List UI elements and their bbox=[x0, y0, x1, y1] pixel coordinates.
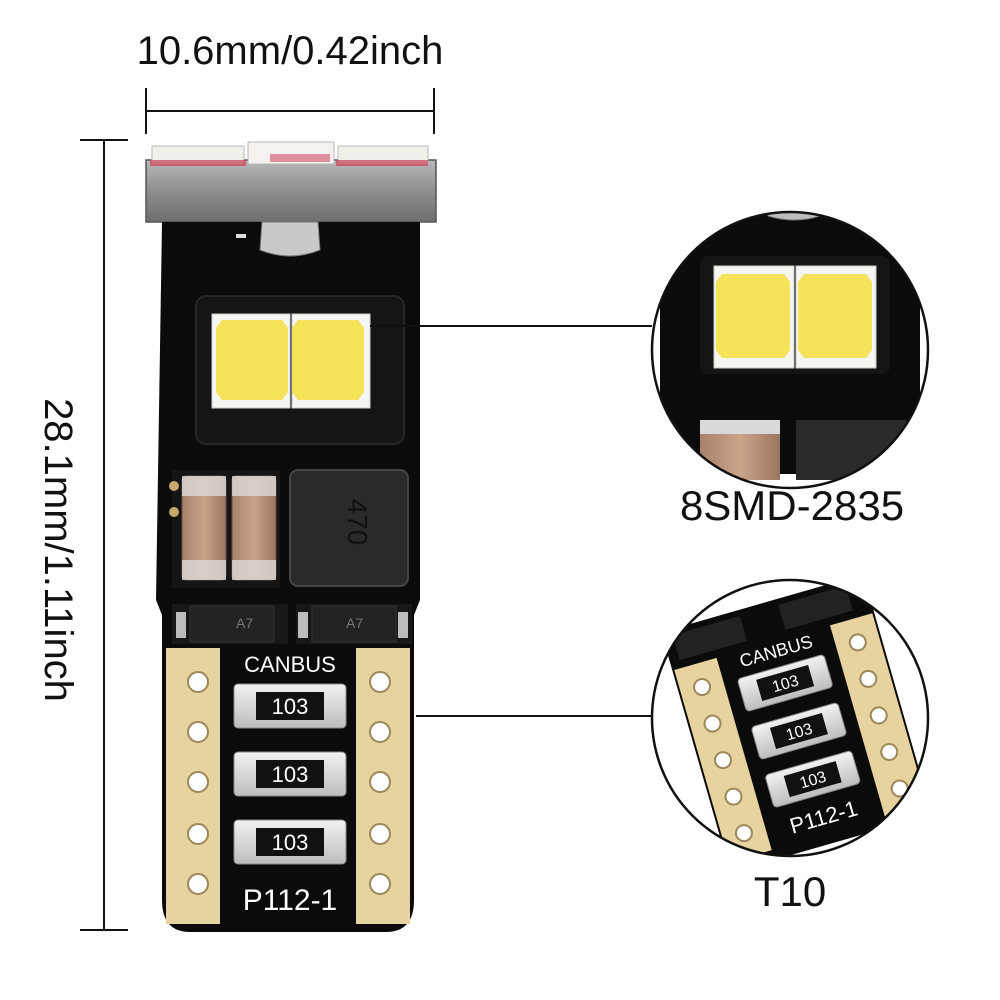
resistor-1: 103 bbox=[233, 683, 347, 729]
led-zoom-callout: 8SMD-2835 bbox=[650, 210, 930, 529]
width-label: 10.6mm/0.42inch bbox=[137, 29, 444, 73]
zoom-resistor-2-code: 103 bbox=[784, 721, 814, 745]
inductor-code: 470 bbox=[342, 499, 373, 546]
transistor-code-left: A7 bbox=[236, 615, 253, 631]
led-label: 8SMD-2835 bbox=[680, 482, 904, 529]
base-label: T10 bbox=[754, 868, 826, 915]
resistor-3-code: 103 bbox=[272, 830, 309, 855]
base-zoom-callout: CANBUS 103 103 103 P112-1 T10 bbox=[650, 578, 930, 915]
resistor-2: 103 bbox=[233, 751, 347, 797]
inductor bbox=[289, 469, 409, 587]
resistor-2-code: 103 bbox=[272, 762, 309, 787]
height-label: 28.1mm/1.11inch bbox=[36, 398, 80, 702]
t10-bulb: 470 A7 A7 CANBUS 103 103 bbox=[145, 141, 437, 932]
height-dimension: 28.1mm/1.11inch bbox=[36, 139, 128, 931]
zoom-resistor-3-code: 103 bbox=[798, 769, 828, 793]
model-code: P112-1 bbox=[243, 884, 338, 917]
zoom-resistor-1-code: 103 bbox=[770, 673, 800, 697]
transistor-code-right: A7 bbox=[346, 615, 363, 631]
resistor-1-code: 103 bbox=[272, 694, 309, 719]
resistor-3: 103 bbox=[233, 819, 347, 865]
transistor-right bbox=[311, 605, 397, 643]
metal-cap bbox=[145, 159, 437, 223]
canbus-label: CANBUS bbox=[244, 652, 336, 677]
width-dimension: 10.6mm/0.42inch bbox=[137, 29, 444, 134]
transistor-left bbox=[189, 605, 275, 643]
